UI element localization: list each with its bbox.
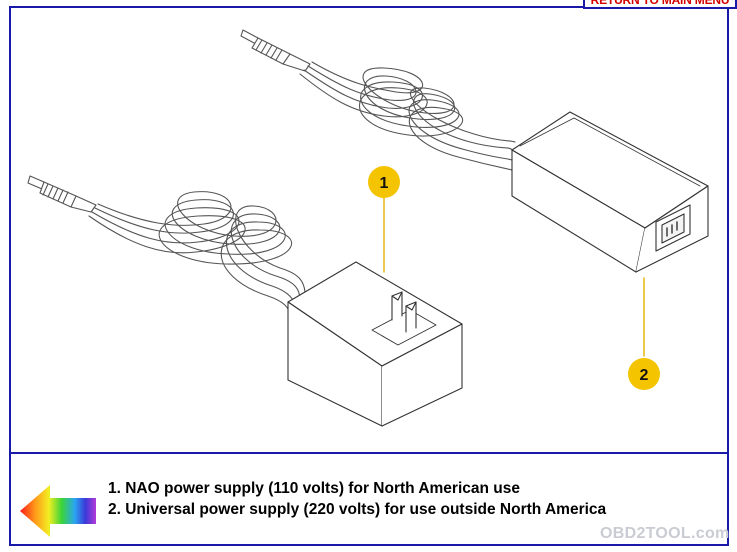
nao-supply-cable — [27, 175, 306, 317]
universal-supply-cable — [240, 29, 516, 171]
caption-line-2: 2. Universal power supply (220 volts) fo… — [108, 501, 607, 518]
caption: 1. NAO power supply (110 volts) for Nort… — [108, 478, 606, 520]
callout-2-label: 2 — [640, 367, 649, 384]
power-supplies-illustration: 1 2 — [27, 29, 709, 427]
nao-power-supply — [287, 261, 463, 427]
callout-2: 2 — [628, 358, 660, 390]
watermark: OBD2TOOL.com — [600, 525, 730, 542]
caption-divider — [9, 452, 729, 454]
callout-1-label: 1 — [380, 175, 389, 192]
return-to-main-menu-link[interactable]: RETURN TO MAIN MENU — [583, 0, 737, 9]
callout-1: 1 — [368, 166, 400, 198]
caption-line-1: 1. NAO power supply (110 volts) for Nort… — [108, 480, 520, 497]
rainbow-left-arrow-icon[interactable] — [20, 484, 98, 538]
universal-power-supply — [511, 111, 709, 273]
